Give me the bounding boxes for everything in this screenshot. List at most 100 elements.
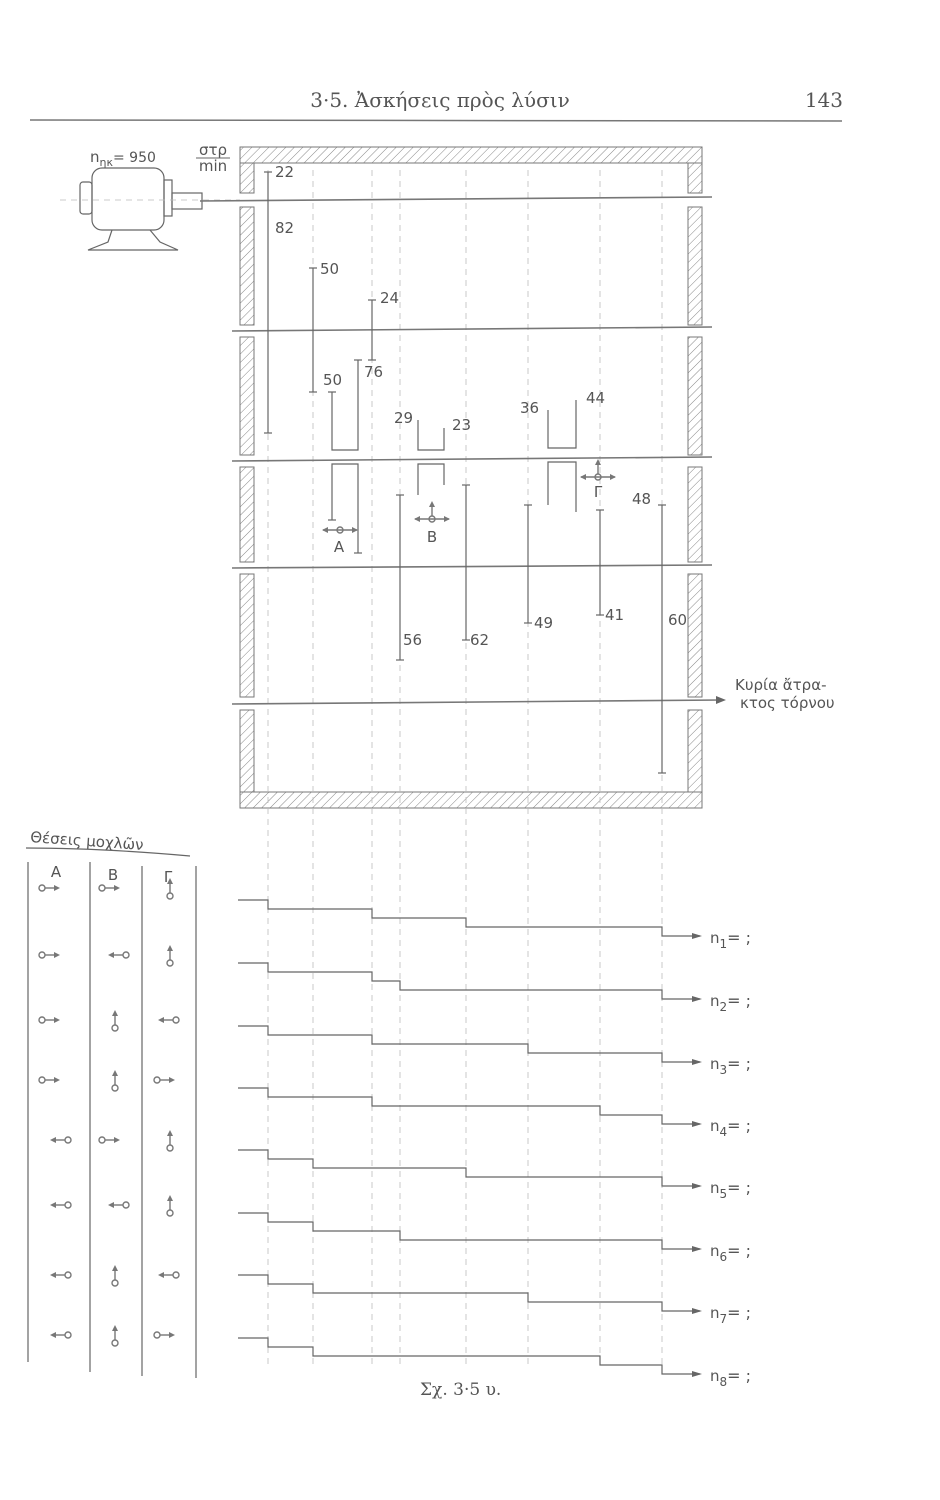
lever-left-icon (50, 1136, 72, 1144)
lever-table-row (50, 1325, 175, 1347)
lever-right-icon (98, 1136, 120, 1144)
output-speed-label: n7= ; (710, 1303, 751, 1326)
gear-22: 22 (275, 163, 294, 181)
lever-up-icon (111, 1010, 119, 1032)
lever-up-icon (166, 1130, 174, 1152)
lever-right-icon (38, 884, 60, 892)
sliding-gear-block (417, 463, 445, 495)
arrow-right-icon (692, 1371, 702, 1377)
lever-right-icon (38, 1076, 60, 1084)
arrow-right-icon (692, 996, 702, 1002)
lever-table-row (38, 1070, 175, 1092)
output-speed-label: n5= ; (710, 1178, 751, 1201)
speed-path-5 (238, 1149, 700, 1187)
speed-path-4 (238, 1087, 700, 1125)
lever-shift-icon[interactable] (580, 459, 616, 481)
lever-right-icon (153, 1331, 175, 1339)
arrow-right-icon (692, 1059, 702, 1065)
gear-62: 62 (470, 631, 489, 649)
main-spindle (231, 699, 723, 705)
lever-left-icon (50, 1201, 72, 1209)
output-speed-label: n8= ; (710, 1366, 751, 1389)
lever-left-icon (108, 1201, 130, 1209)
sliding-gear-block (547, 461, 577, 512)
projection-lines (267, 170, 663, 1365)
lever-right-icon (98, 884, 120, 892)
speed-path-2 (238, 962, 700, 1000)
lever-shift-icon[interactable] (322, 526, 358, 534)
shafts (199, 196, 726, 705)
sliding-gear-block (547, 400, 577, 449)
arrow-right-icon (692, 933, 702, 939)
housing-wall-right (687, 709, 703, 793)
housing-wall-left (239, 206, 255, 326)
speed-path-7 (238, 1274, 700, 1312)
page-number: 143 (805, 88, 843, 112)
lever-table-row (50, 1265, 180, 1287)
shaft-4 (231, 564, 713, 569)
housing-wall-right (687, 336, 703, 456)
housing-wall-right (687, 466, 703, 563)
sliding-gear-block (331, 360, 359, 451)
shaft-1 (199, 196, 713, 202)
lever-table-header-G: Γ (164, 868, 173, 886)
gear-82: 82 (275, 219, 294, 237)
motor-unit-numerator: στρ (199, 141, 227, 159)
gear-48: 48 (632, 490, 651, 508)
output-speed-label: n2= ; (710, 991, 751, 1014)
lever-table-rows (38, 878, 180, 1347)
lever-right-icon (38, 951, 60, 959)
gear-44: 44 (586, 389, 605, 407)
gear-29: 29 (394, 409, 413, 427)
lever-shift-icon[interactable] (414, 501, 450, 523)
spindle-arrow-icon (716, 696, 726, 704)
lever-up-icon (111, 1070, 119, 1092)
lever-table-grid (27, 862, 197, 1378)
lever-up-icon (166, 878, 174, 900)
housing-wall-right (687, 162, 703, 194)
gear-36: 36 (520, 399, 539, 417)
gear-23: 23 (452, 416, 471, 434)
lever-A-label: A (334, 538, 345, 556)
motor-unit-denominator: min (199, 157, 227, 175)
housing-wall-left (239, 162, 255, 194)
housing-wall-right (687, 573, 703, 698)
lever-table-row (38, 945, 174, 967)
speed-path-1 (238, 899, 700, 937)
main-spindle-label-1: Κυρία ἄτρα- (735, 676, 827, 694)
motor-speed-label: nηκ= 950 (90, 148, 156, 169)
sliding-gear-block (331, 463, 359, 553)
lever-right-icon (153, 1076, 175, 1084)
arrow-right-icon (692, 1246, 702, 1252)
lever-up-icon (166, 1195, 174, 1217)
lever-up-icon (166, 945, 174, 967)
lever-table-header-B: B (108, 866, 118, 884)
lever-up-icon (111, 1265, 119, 1287)
lever-table-row (50, 1195, 174, 1217)
section-title: 3·5. Ἀσκήσεις πρὸς λύσιν (310, 88, 570, 112)
arrow-right-icon (692, 1121, 702, 1127)
shaft-3 (231, 456, 713, 462)
speed-path-6 (238, 1212, 700, 1250)
lever-table-title: Θέσεις μοχλῶν (30, 828, 144, 854)
gear-50-A: 50 (323, 371, 342, 389)
lever-left-icon (50, 1271, 72, 1279)
speed-paths: n1= ;n2= ;n3= ;n4= ;n5= ;n6= ;n7= ;n8= ; (238, 899, 751, 1389)
speed-path-8 (238, 1337, 700, 1375)
header-rule (29, 119, 843, 122)
arrow-right-icon (692, 1183, 702, 1189)
electric-motor (60, 167, 240, 251)
output-speed-label: n6= ; (710, 1241, 751, 1264)
housing-wall-left (239, 573, 255, 698)
lever-table-row (38, 1010, 180, 1032)
title-underline (25, 847, 191, 857)
lever-left-icon (50, 1331, 72, 1339)
shaft-2 (231, 326, 713, 332)
gearbox-housing (239, 146, 703, 809)
gear-50-shaft2: 50 (320, 260, 339, 278)
lever-up-icon (111, 1325, 119, 1347)
sliding-gear-block (417, 420, 445, 451)
figure-caption: Σχ. 3·5 υ. (420, 1380, 501, 1400)
output-speed-label: n4= ; (710, 1116, 751, 1139)
gears (264, 171, 666, 774)
